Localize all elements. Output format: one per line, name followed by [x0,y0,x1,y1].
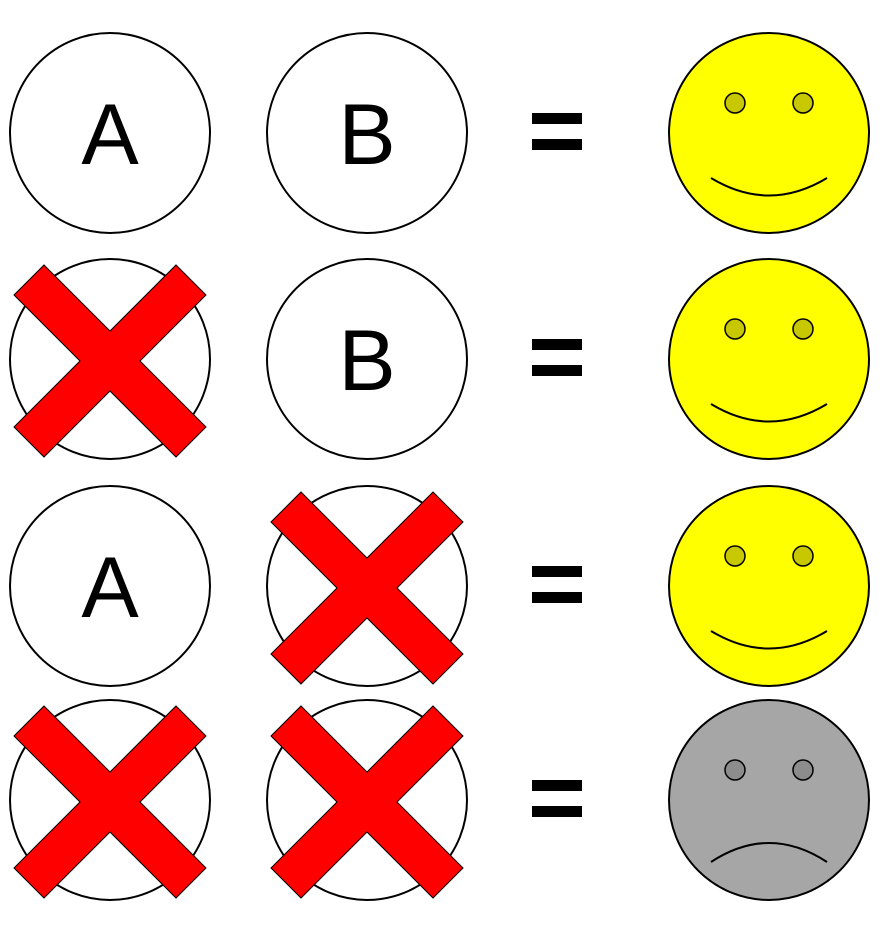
input-circle-right: B [266,258,468,460]
circle-letter: A [81,87,139,183]
face-disc [668,485,870,687]
circle-letter: A [81,540,139,636]
left-eye-icon [724,92,746,114]
equals-sign: = [528,299,586,411]
equals-bar-bottom [532,806,582,817]
smile-mouth [710,403,828,423]
face-disc [668,258,870,460]
crossed-out-circle [266,699,468,901]
left-eye-icon [724,545,746,567]
circle-outline [9,485,211,687]
equals-bar-top [532,566,582,577]
equals-text: = [528,299,586,411]
crossed-out-circle [9,699,211,901]
equals-sign: = [528,526,586,638]
left-eye-icon [724,318,746,340]
face-disc [668,32,870,234]
red-cross-icon [13,264,207,458]
crossed-out-circle [266,485,468,687]
face-disc [668,699,870,901]
input-circle-right: B [266,32,468,234]
circle-outline [266,32,468,234]
equals-bar-top [532,339,582,350]
right-eye-icon [792,545,814,567]
equals-sign: = [528,740,586,852]
circle-letter: B [338,313,395,409]
right-eye-icon [792,318,814,340]
equals-text: = [528,73,586,185]
smiley-face-icon [668,258,870,460]
crossed-out-circle [9,258,211,460]
frowning-face-icon [668,699,870,901]
smiley-face-icon [668,32,870,234]
left-eye-icon [724,759,746,781]
smiley-face-icon [668,485,870,687]
equals-text: = [528,526,586,638]
equals-sign: = [528,73,586,185]
frown-mouth [710,842,828,863]
right-eye-icon [792,92,814,114]
circle-outline [9,32,211,234]
red-cross-icon [270,705,464,899]
equals-text: = [528,740,586,852]
smile-mouth [710,630,828,650]
equals-bar-bottom [532,139,582,150]
equals-bar-bottom [532,592,582,603]
equals-bar-top [532,113,582,124]
circle-letter: B [338,87,395,183]
equals-bar-top [532,780,582,791]
equals-bar-bottom [532,365,582,376]
circle-outline [266,258,468,460]
right-eye-icon [792,759,814,781]
red-cross-icon [13,705,207,899]
input-circle-left: A [9,32,211,234]
smile-mouth [710,177,828,197]
input-circle-left: A [9,485,211,687]
red-cross-icon [270,491,464,685]
